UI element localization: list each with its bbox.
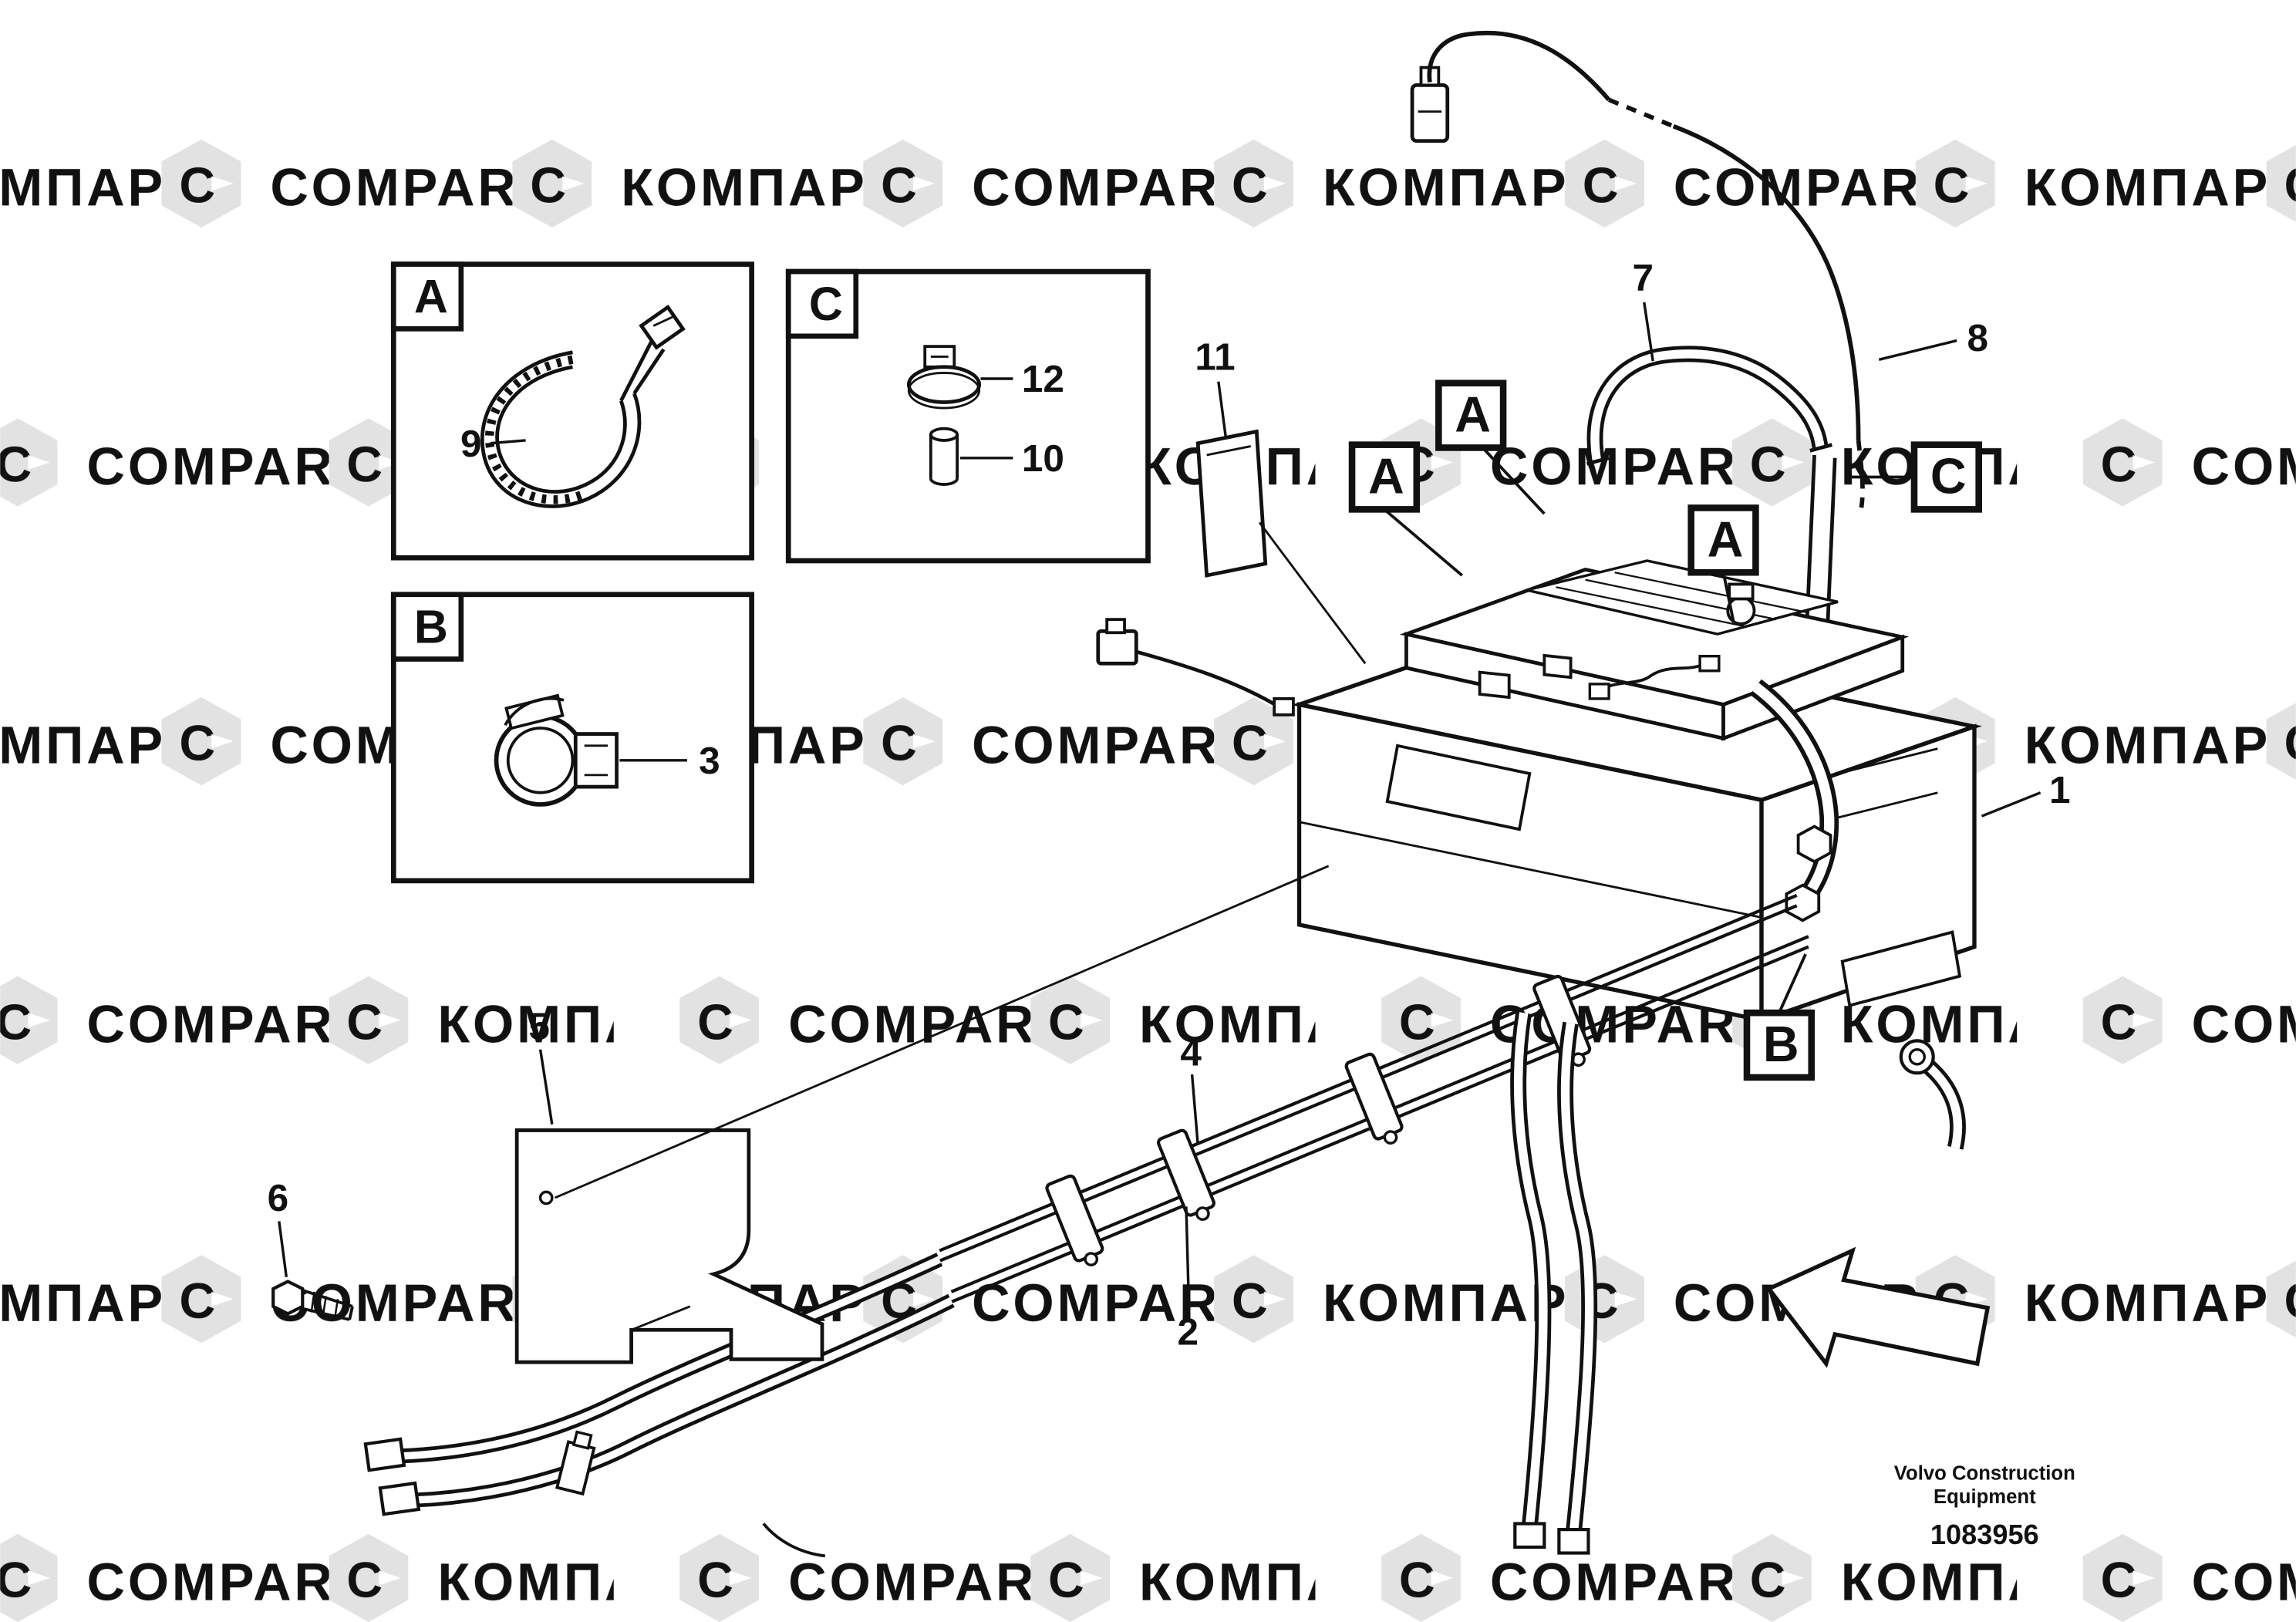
heater-pipes: 4 2	[939, 893, 1809, 1353]
ref-a-3: A	[1708, 511, 1744, 567]
detail-box-a: A 9	[390, 261, 754, 561]
callout-10: 10	[1022, 437, 1064, 480]
footer-block: Volvo Construction Equipment 1083956	[1894, 1462, 2075, 1550]
wiring-harness-8: 8	[1410, 30, 1988, 508]
callout-5: 5	[528, 1005, 550, 1047]
callout-11: 11	[1195, 336, 1235, 379]
callout-9: 9	[460, 423, 482, 465]
bolt-6: 6	[268, 1177, 354, 1321]
ref-c: C	[1930, 447, 1967, 504]
detail-box-b-letter: B	[414, 601, 448, 653]
heater-unit: 1	[1096, 559, 2071, 1023]
ref-b: B	[1763, 1016, 1799, 1072]
detail-box-a-letter: A	[414, 270, 448, 322]
direction-arrow	[1765, 1246, 1991, 1368]
lower-hoses	[363, 1253, 955, 1558]
callout-6: 6	[268, 1177, 289, 1219]
callout-12: 12	[1022, 358, 1064, 400]
bracket-11: 11	[1195, 336, 1367, 665]
hose-clamp-drawing	[906, 345, 982, 410]
footer-company-line1: Volvo Construction	[1894, 1462, 2075, 1484]
pipe-clamp-block	[1157, 1128, 1215, 1221]
spacer-drawing	[929, 427, 959, 486]
footer-part-number: 1083956	[1930, 1519, 2039, 1550]
callout-8: 8	[1967, 317, 1988, 359]
mounting-bracket-5: 5 6	[268, 865, 1330, 1364]
cable-tie-drawing	[480, 305, 686, 508]
pipe-clamp-drawing	[494, 693, 619, 807]
footer-company-line2: Equipment	[1934, 1486, 2036, 1508]
detail-box-c: C 12 10	[785, 268, 1151, 564]
reference-letter-boxes: A A A B C	[1348, 379, 1982, 1081]
ref-a-1: A	[1368, 447, 1404, 504]
ref-a-2: A	[1455, 386, 1491, 443]
callout-3: 3	[699, 740, 720, 782]
pipe-clamp-block	[1045, 1174, 1104, 1266]
detail-box-b: B 3	[390, 592, 754, 884]
callout-7: 7	[1633, 257, 1654, 299]
hose-clamp	[555, 1430, 596, 1496]
callout-4: 4	[1180, 1032, 1202, 1074]
drain-hoses	[1510, 1011, 1966, 1555]
callout-1: 1	[2049, 769, 2071, 811]
detail-box-c-letter: C	[809, 278, 843, 330]
pipe-clamp-block	[1344, 1052, 1404, 1145]
callout-2: 2	[1178, 1310, 1199, 1353]
